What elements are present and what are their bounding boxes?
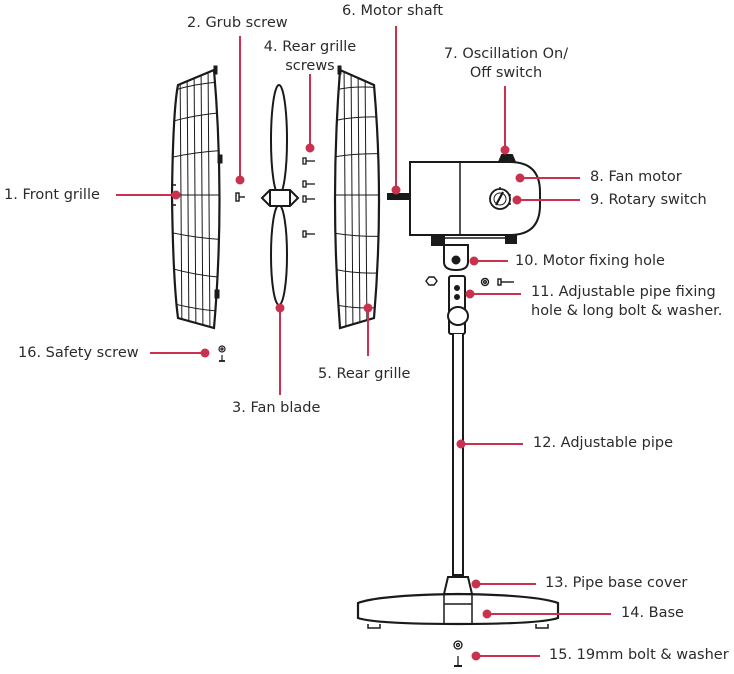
leader-dot-oscillation-switch	[500, 145, 510, 155]
leader-dot-grub-screw	[235, 175, 245, 185]
label-motor-shaft: 6. Motor shaft	[342, 3, 444, 19]
leader-dot-rear-grille-screws	[305, 143, 315, 153]
pipe-base-cover-drawing	[442, 576, 474, 595]
rear-grille-screws-drawing	[302, 157, 315, 238]
label-bolt-washer: 15. 19mm bolt & washer	[549, 647, 729, 663]
label-rear-grille-screws-line1: 4. Rear grille	[263, 39, 357, 55]
label-fan-blade: 3. Fan blade	[232, 400, 321, 416]
rotary-switch-drawing	[489, 187, 511, 210]
leader-dot-motor-fixing-hole	[469, 256, 479, 266]
fan-blade-drawing	[260, 84, 300, 306]
leader-dot-base	[482, 609, 492, 619]
rear-grille-drawing	[333, 65, 381, 330]
label-motor-fixing-hole: 10. Motor fixing hole	[515, 253, 665, 269]
pipe-fixing-hardware-drawing	[425, 276, 514, 287]
label-fan-motor: 8. Fan motor	[590, 169, 682, 185]
safety-screw-drawing	[218, 345, 226, 362]
leader-dot-front-grille	[171, 190, 181, 200]
leader-dot-rotary-switch	[512, 195, 522, 205]
front-grille-drawing	[170, 65, 223, 330]
label-safety-screw: 16. Safety screw	[18, 345, 139, 361]
motor-shaft-drawing	[387, 193, 411, 200]
label-rotary-switch: 9. Rotary switch	[590, 192, 707, 208]
label-pipe-base-cover: 13. Pipe base cover	[545, 575, 688, 591]
leader-dot-fan-blade	[275, 303, 285, 313]
leader-dot-adjustable-fixing	[465, 289, 475, 299]
label-rear-grille: 5. Rear grille	[318, 366, 411, 382]
label-oscillation-line2: Off switch	[469, 65, 543, 81]
leader-dot-adjustable-pipe	[456, 439, 466, 449]
base-drawing	[356, 592, 560, 629]
label-adjustable-pipe: 12. Adjustable pipe	[533, 435, 674, 451]
leader-dot-pipe-base-cover	[471, 579, 481, 589]
leader-dot-safety-screw	[200, 348, 210, 358]
label-adjustable-fixing-line2: hole & long bolt & washer.	[531, 303, 723, 319]
motor-fixing-bracket-drawing	[443, 244, 469, 272]
leader-dot-bolt-washer	[471, 651, 481, 661]
label-adjustable-fixing-line1: 11. Adjustable pipe fixing	[531, 284, 716, 300]
label-front-grille: 1. Front grille	[4, 187, 100, 203]
bolt-washer-drawing	[453, 640, 463, 667]
leader-dot-motor-shaft	[391, 185, 401, 195]
leader-lines	[116, 26, 611, 661]
label-base: 14. Base	[621, 605, 684, 621]
label-rear-grille-screws-line2: screws	[285, 58, 335, 74]
grub-screw-drawing	[235, 192, 245, 202]
leader-dot-rear-grille	[363, 303, 373, 313]
leader-dot-fan-motor	[515, 173, 525, 183]
label-grub-screw: 2. Grub screw	[187, 15, 288, 31]
label-oscillation-line1: 7. Oscillation On/	[443, 46, 569, 62]
fan-motor-drawing	[409, 154, 541, 246]
adjustable-pipe-drawing	[447, 275, 469, 576]
